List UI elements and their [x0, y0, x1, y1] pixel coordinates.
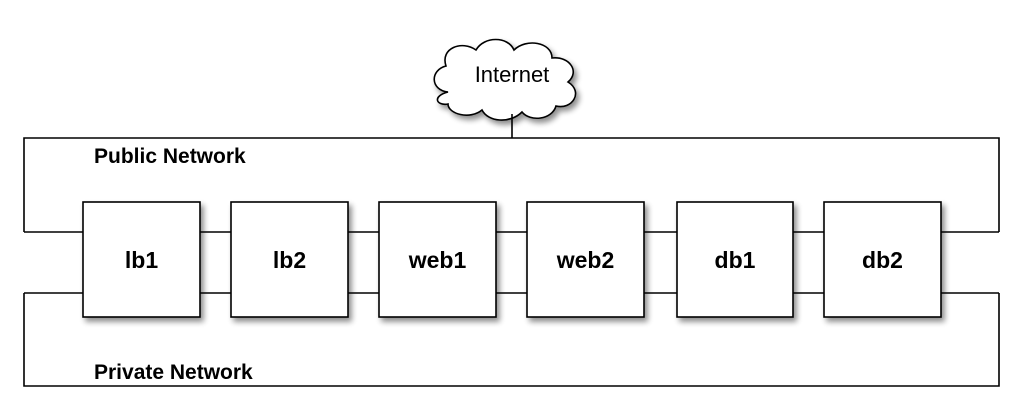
node-label: web2 [556, 247, 615, 273]
node-lb1: lb1 [82, 201, 201, 318]
internet-label: Internet [475, 62, 550, 87]
node-box [82, 201, 201, 318]
public-network-label: Public Network [94, 145, 246, 168]
node-db2: db2 [823, 201, 942, 318]
node-lb2: lb2 [230, 201, 349, 318]
node-box [526, 201, 645, 318]
bus-segments [24, 231, 999, 294]
node-db1: db1 [676, 201, 794, 318]
internet-cloud: Internet [433, 38, 577, 121]
node-label: web1 [408, 247, 467, 273]
node-label: lb1 [125, 247, 158, 273]
node-box [676, 201, 794, 318]
node-web2: web2 [526, 201, 645, 318]
public-network-line [23, 137, 1000, 232]
node-label: db2 [862, 247, 903, 273]
node-box [230, 201, 349, 318]
private-network-line [23, 293, 1000, 387]
node-box [823, 201, 942, 318]
node-label: db1 [715, 247, 756, 273]
node-web1: web1 [378, 201, 497, 318]
private-network-label: Private Network [94, 361, 253, 384]
cloud-icon [433, 38, 577, 121]
node-label: lb2 [273, 247, 306, 273]
node-box [378, 201, 497, 318]
